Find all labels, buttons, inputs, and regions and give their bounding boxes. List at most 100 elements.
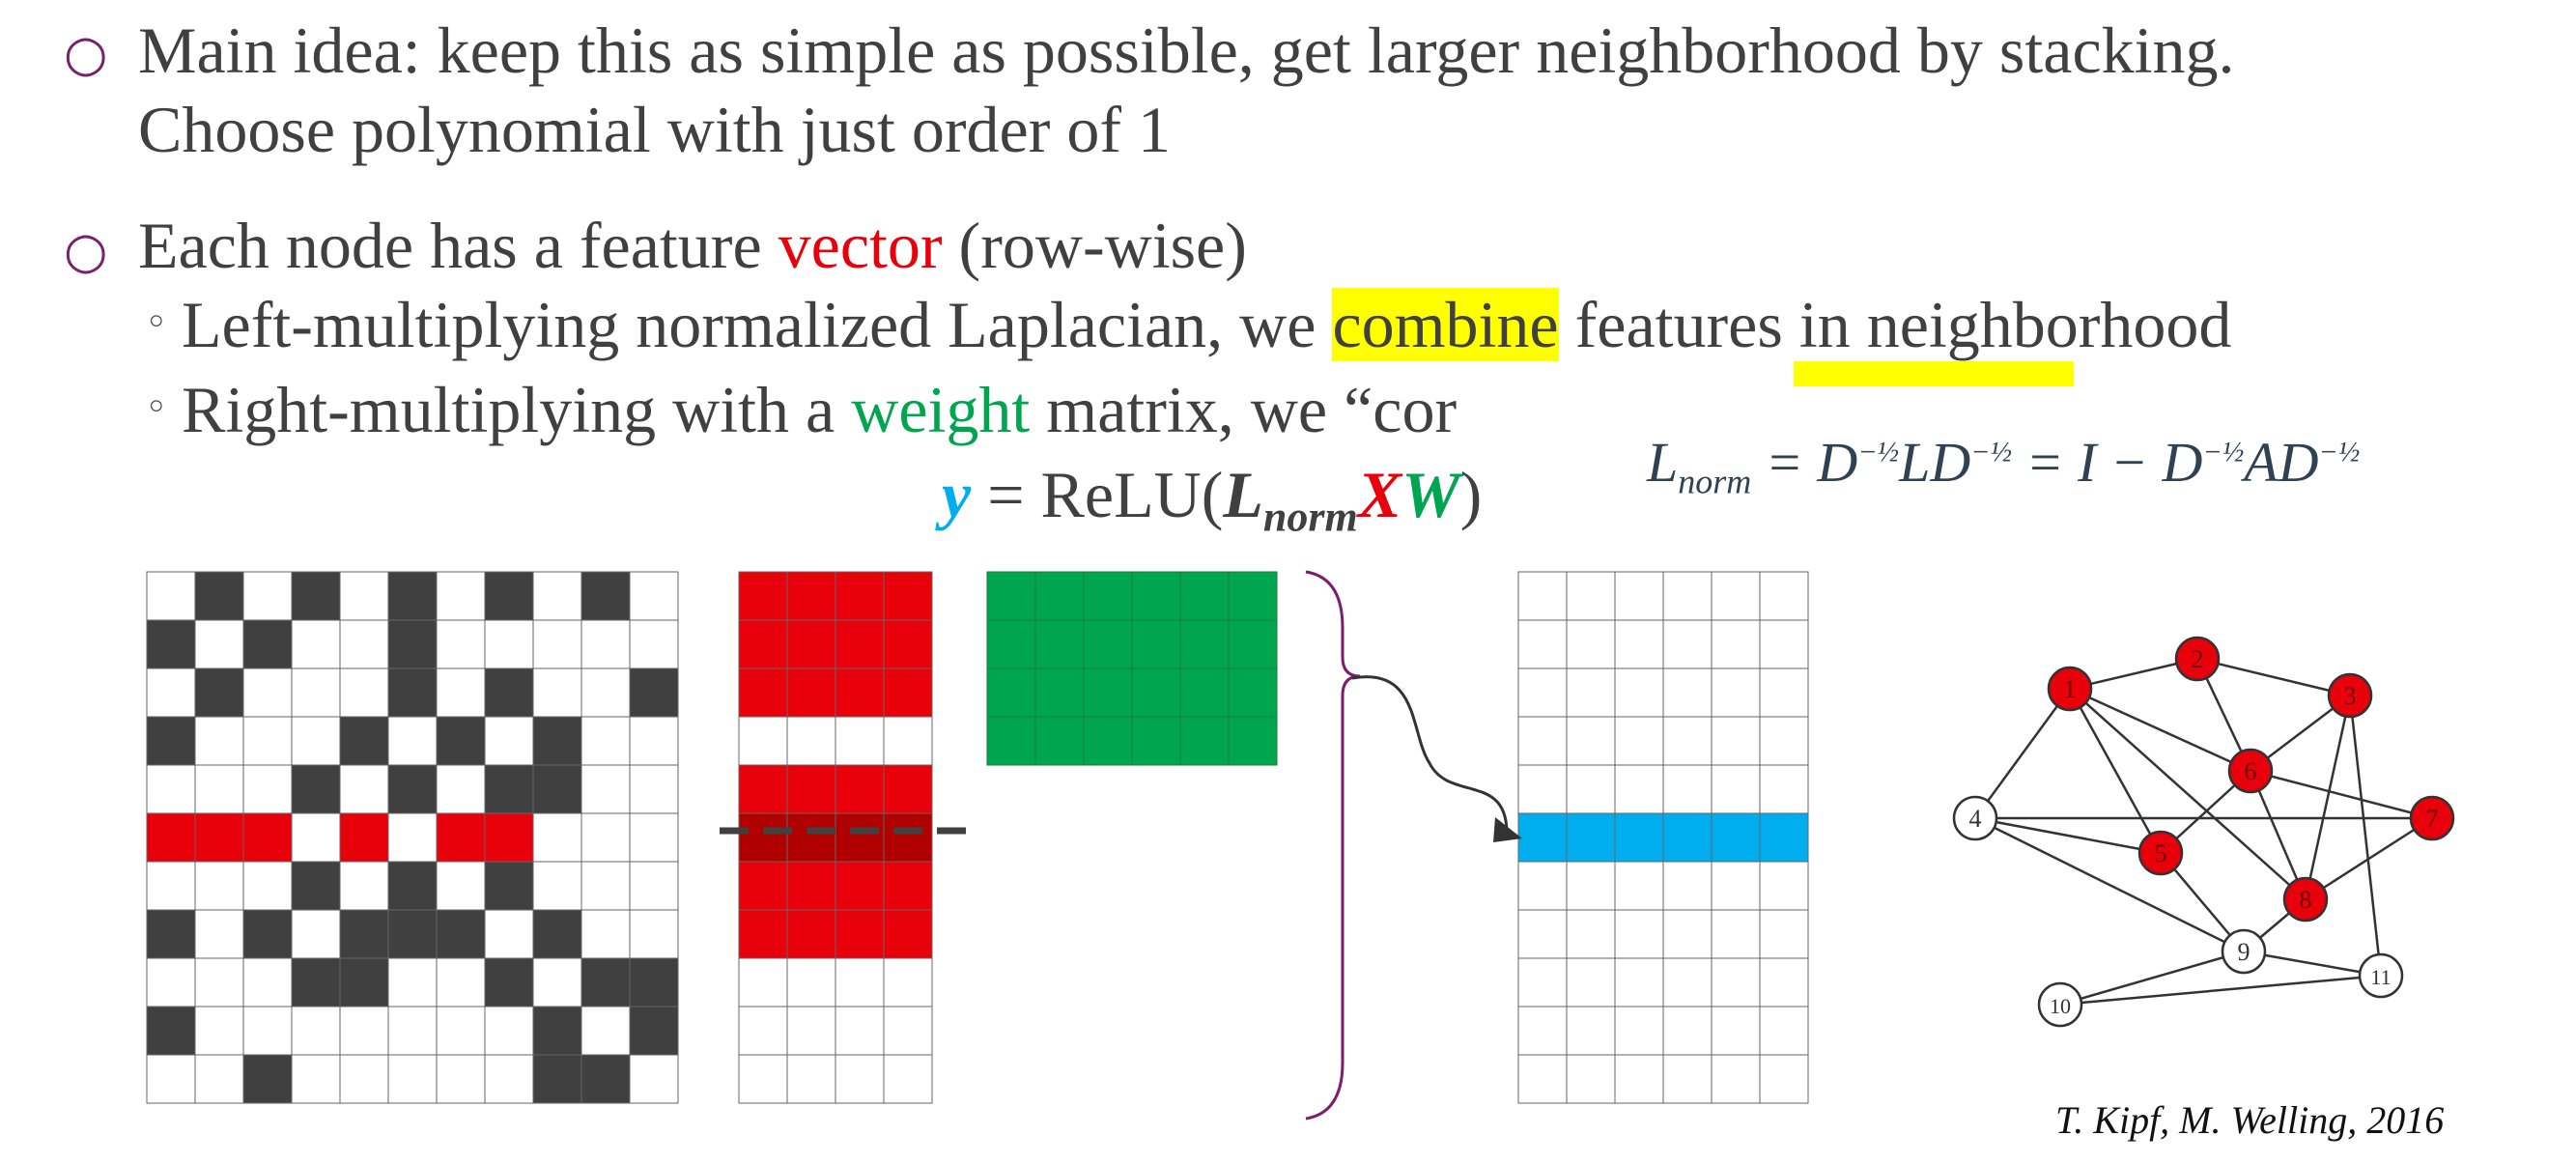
feature-cell [835,812,885,863]
lap-exp-2: −½ [1970,436,2012,468]
feature-cell [786,619,836,669]
adjacency-cell [242,812,293,863]
output-cell [1711,957,1761,1008]
adjacency-cell [194,957,244,1008]
adjacency-cell [194,619,244,669]
output-cell [1662,812,1713,863]
weight-cell [1034,667,1085,718]
adjacency-cell [387,1006,438,1056]
feature-cell [738,909,788,959]
graph-node [2409,795,2455,841]
adjacency-cell [436,957,486,1008]
output-cell [1517,909,1568,959]
weight-matrix [986,571,1278,766]
adjacency-cell [629,571,679,621]
adjacency-cell [532,909,582,959]
graph-edge [2068,688,2163,854]
weight-cell [1034,571,1085,621]
adjacency-cell [291,764,341,814]
adjacency-cell [387,812,438,863]
adjacency-cell [146,1006,196,1056]
feature-cell [738,571,788,621]
adjacency-cell [580,764,631,814]
eq-L: Lnorm [1223,458,1357,538]
adjacency-cell [532,1006,582,1056]
weight-cell [1131,716,1181,766]
adjacency-cell [291,716,341,766]
equation-overlay-background [1565,386,2531,460]
graph-node-label: 4 [1969,805,1982,833]
adjacency-cell [242,861,293,911]
output-cell [1614,667,1664,718]
lap-mid3: AD [2244,431,2319,494]
adjacency-cell [291,1006,341,1056]
feature-cell [786,571,836,621]
adjacency-cell [339,764,389,814]
adjacency-cell [580,1006,631,1056]
weight-cell [986,619,1036,669]
adjacency-cell [532,764,582,814]
highlight-fragment [1794,361,2074,390]
lap-L: L [1647,431,1679,494]
adjacency-cell [387,909,438,959]
output-cell [1662,716,1713,766]
adjacency-cell [339,1054,389,1104]
output-cell [1566,861,1616,911]
weight-cell [1131,667,1181,718]
graph-edge [2069,687,2251,773]
weight-cell [1131,619,1181,669]
sub-bullet-2: Right-multiplying with a weight matrix, … [182,377,1457,442]
output-cell [1711,764,1761,814]
adjacency-cell [580,667,631,718]
adjacency-cell [146,716,196,766]
adjacency-cell [629,619,679,669]
output-cell [1711,861,1761,911]
adjacency-cell [629,861,679,911]
eq-L-symbol: L [1223,458,1263,531]
weight-cell [1228,667,1278,718]
graph-edge [2250,769,2433,820]
adjacency-cell [291,1054,341,1104]
adjacency-cell [242,667,293,718]
adjacency-cell [387,667,438,718]
feature-cell [738,619,788,669]
lap-mid1: LD [1899,431,1971,494]
output-cell [1759,716,1809,766]
output-cell [1614,909,1664,959]
feature-cell [883,667,933,718]
curly-brace [1305,570,1361,1121]
graph-node-label: 7 [2426,805,2439,833]
eq-y: y [942,458,972,531]
bullet-2-line: Each node has a feature vector (row-wise… [138,213,1247,278]
graph-node [1952,795,1998,841]
citation: T. Kipf, M. Welling, 2016 [2055,1098,2445,1142]
bullet-2-post: (row-wise) [942,209,1247,282]
adjacency-cell [146,909,196,959]
arrowhead [1493,817,1522,842]
output-cell [1662,957,1713,1008]
feature-cell [786,1054,836,1104]
output-cell [1759,571,1809,621]
adjacency-cell [580,1054,631,1104]
adjacency-cell [580,619,631,669]
output-cell [1711,571,1761,621]
adjacency-cell [194,812,244,863]
output-cell [1566,957,1616,1008]
weight-cell [1228,716,1278,766]
output-cell [1662,619,1713,669]
bullet-1-line-2: Choose polynomial with just order of 1 [138,93,1172,166]
feature-cell [786,667,836,718]
feature-cell [835,957,885,1008]
output-cell [1711,667,1761,718]
feature-cell [883,909,933,959]
weight-cell [1083,571,1133,621]
lap-L-sub: norm [1678,462,1752,501]
output-cell [1759,667,1809,718]
adjacency-cell [484,812,534,863]
graph-node-label: 10 [2050,994,2071,1018]
weight-cell [1131,571,1181,621]
output-cell [1759,1006,1809,1056]
weight-cell [1179,619,1230,669]
adjacency-cell [194,716,244,766]
